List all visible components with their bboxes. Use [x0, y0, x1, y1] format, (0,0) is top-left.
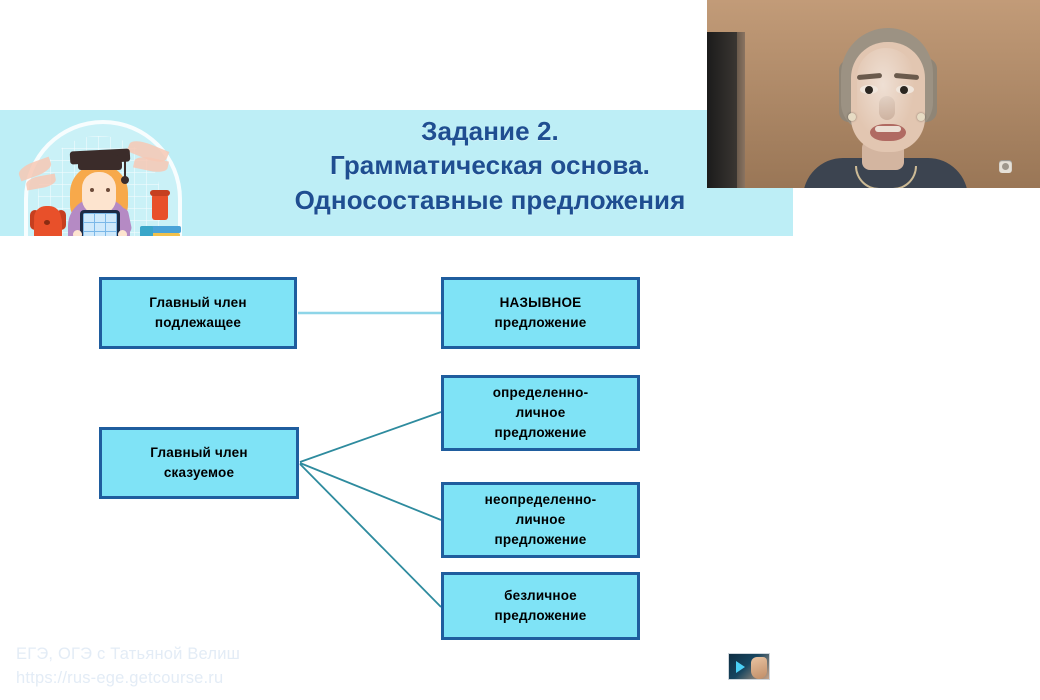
cap-tassel-end [121, 176, 129, 184]
connector-predicate-indefinite [299, 462, 442, 521]
video-thumbnail[interactable] [728, 653, 770, 680]
presenter-person [707, 0, 1040, 188]
pen-holder [152, 194, 168, 220]
connector-predicate-impersonal [299, 463, 442, 608]
tablet-screen [83, 213, 117, 236]
play-triangle-icon [736, 661, 745, 673]
node-main-member-predicate[interactable]: Главный член сказуемое [99, 427, 299, 499]
book [141, 226, 181, 233]
girl-face [82, 172, 116, 214]
books-stack-icon [140, 218, 182, 236]
dark-doorway [707, 32, 737, 188]
girl-eye [90, 188, 94, 192]
presenter-webcam-feed[interactable] [707, 0, 1040, 188]
cap-tassel [124, 158, 126, 178]
dog-nose [44, 220, 50, 225]
door-frame-edge [737, 32, 745, 188]
slide-title: Задание 2. Грамматическая основа. Односо… [294, 116, 686, 215]
girl-hand [118, 230, 127, 236]
wall-socket-icon [999, 160, 1012, 173]
student-illustration [0, 110, 200, 236]
earring [848, 113, 856, 121]
necklace [855, 166, 917, 188]
girl-eye [106, 188, 110, 192]
pupil [865, 86, 873, 94]
node-impersonal-sentence[interactable]: безличное предложение [441, 572, 640, 640]
pupil [900, 86, 908, 94]
node-definite-personal-sentence[interactable]: определенно- личное предложение [441, 375, 640, 451]
dog-head [34, 206, 61, 230]
pen-holder-top [150, 190, 170, 196]
connector-predicate-definite [299, 411, 442, 463]
earring [917, 113, 925, 121]
teeth [875, 126, 901, 132]
tablet-icon [80, 210, 120, 236]
nose [879, 96, 895, 120]
node-nominal-sentence[interactable]: НАЗЫВНОЕ предложение [441, 277, 640, 349]
book [142, 233, 180, 236]
mouth [870, 124, 906, 141]
girl-hand [73, 230, 82, 236]
mug-icon [140, 226, 153, 236]
graduation-cap-crown [78, 154, 122, 170]
watermark-text: ЕГЭ, ОГЭ с Татьяной Велиш https://rus-eg… [16, 645, 241, 687]
socket-hole [1002, 163, 1009, 170]
node-indefinite-personal-sentence[interactable]: неопределенно- личное предложение [441, 482, 640, 558]
node-main-member-subject[interactable]: Главный член подлежащее [99, 277, 297, 349]
title-banner: Задание 2. Грамматическая основа. Односо… [0, 110, 793, 236]
hand-icon [751, 657, 767, 679]
